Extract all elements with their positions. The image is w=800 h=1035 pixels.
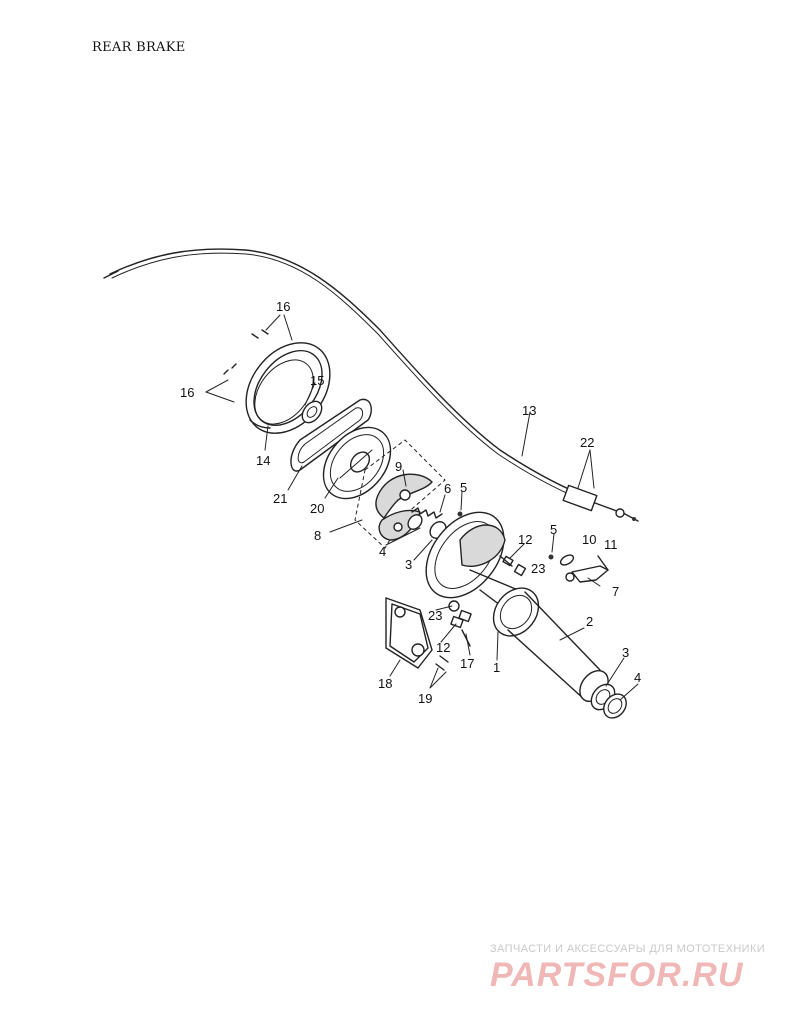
callout-9: 9	[395, 459, 402, 474]
callout-12: 12	[518, 532, 532, 547]
screws-16	[205, 314, 293, 403]
callout-7: 7	[612, 584, 619, 599]
callout-4: 4	[379, 544, 386, 559]
callout-5: 5	[460, 480, 467, 495]
diagram-title: REAR BRAKE	[92, 40, 186, 55]
callout-20: 20	[310, 501, 324, 516]
callout-1: 1	[493, 660, 500, 675]
callout-12: 12	[436, 640, 450, 655]
callout-3: 3	[405, 557, 412, 572]
callout-6: 6	[444, 481, 451, 496]
axle-tube-2	[492, 587, 609, 702]
callout-10: 10	[582, 532, 596, 547]
callout-15: 15	[310, 373, 324, 388]
callout-16: 16	[276, 299, 290, 314]
callout-21: 21	[273, 491, 287, 506]
callout-5: 5	[550, 522, 557, 537]
brake-lever-assembly	[548, 554, 609, 583]
brake-bracket-18	[385, 597, 449, 671]
brake-plate-20	[322, 426, 392, 500]
callout-8: 8	[314, 528, 321, 543]
watermark-logo: PARTSFOR.RU	[490, 956, 744, 994]
bolts-12-23-upper	[499, 555, 527, 577]
bolts-lower	[448, 600, 472, 647]
leader-lines	[264, 382, 639, 701]
callout-11: 11	[604, 537, 618, 552]
callout-13: 13	[522, 403, 536, 418]
callout-17: 17	[460, 656, 474, 671]
callout-18: 18	[378, 676, 392, 691]
callout-23: 23	[531, 561, 545, 576]
brake-cable	[103, 248, 639, 522]
callout-4: 4	[634, 670, 641, 685]
callout-14: 14	[256, 453, 270, 468]
callout-3: 3	[622, 645, 629, 660]
callout-2: 2	[586, 614, 593, 629]
gasket-21	[290, 398, 372, 472]
callout-19: 19	[418, 691, 432, 706]
seal-15	[301, 400, 323, 424]
callout-22: 22	[580, 435, 594, 450]
callout-labels: 16 16 15 14 21 20 9 8 6 5 4 3 13 22 12 2…	[180, 299, 641, 706]
watermark-tagline: ЗАПЧАСТИ И АКСЕССУАРЫ ДЛЯ МОТОТЕХНИКИ	[490, 943, 766, 955]
callout-16: 16	[180, 385, 194, 400]
callout-23: 23	[428, 608, 442, 623]
